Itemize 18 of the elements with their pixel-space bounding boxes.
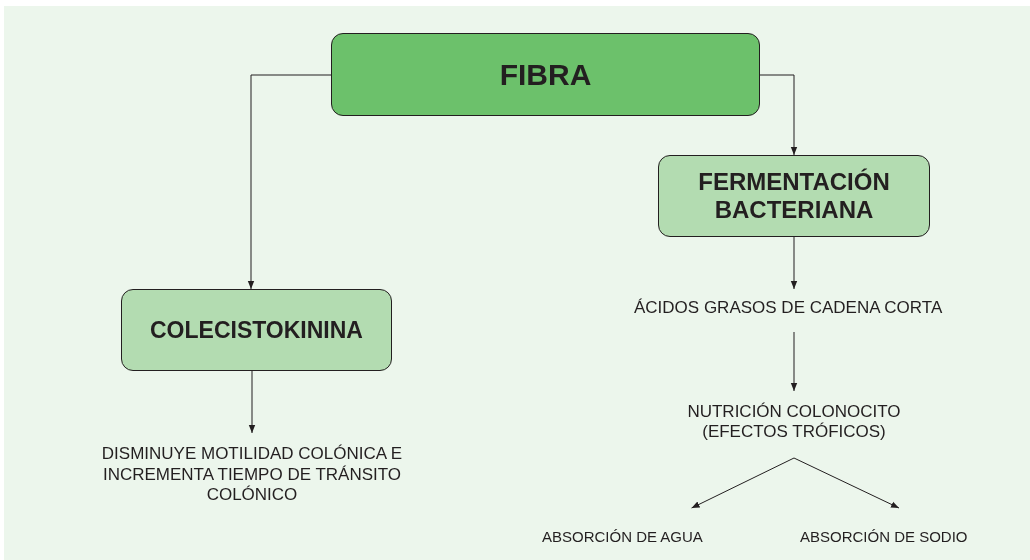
node-text: ÁCIDOS GRASOS DE CADENA CORTA <box>634 297 943 319</box>
arrow <box>248 370 256 434</box>
box-label: FERMENTACIÓN BACTERIANA <box>697 168 891 224</box>
box-label: FIBRA <box>499 57 592 92</box>
process-box <box>121 289 392 371</box>
arrow <box>793 457 900 509</box>
arrow <box>247 74 332 290</box>
process-box <box>658 155 930 237</box>
node-text: ABSORCIÓN DE AGUA <box>542 528 703 546</box>
arrow <box>759 74 798 156</box>
node-text: NUTRICIÓN COLONOCITO (EFECTOS TRÓFICOS) <box>686 401 902 443</box>
box-label: COLECISTOKININA <box>150 316 363 344</box>
root-box <box>331 33 760 116</box>
node-text: DISMINUYE MOTILIDAD COLÓNICA E INCREMENTA TIEMPO DE TRÁNSITO COLÓNICO <box>100 444 404 506</box>
node-text: ABSORCIÓN DE SODIO <box>800 528 968 546</box>
arrow <box>691 457 795 509</box>
arrow <box>790 236 798 290</box>
arrow <box>790 331 798 392</box>
